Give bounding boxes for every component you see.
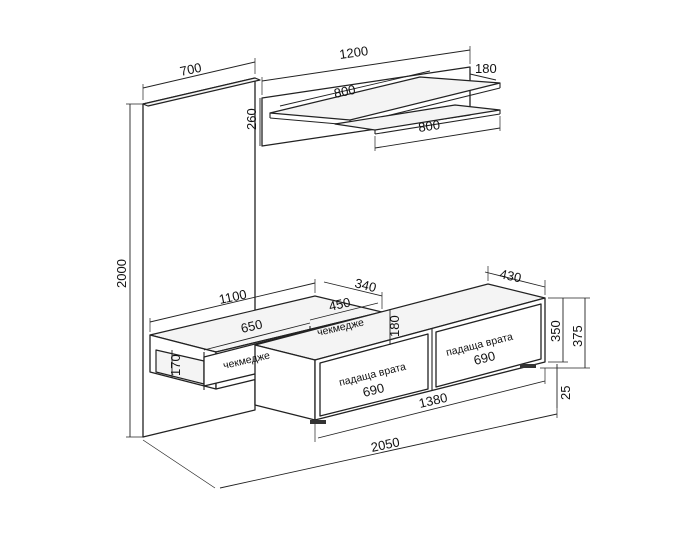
dim-console-length: 1100 <box>218 286 248 306</box>
dimension-lines <box>126 46 590 489</box>
dim-door-width-2: 690 <box>472 348 497 368</box>
dim-console-depth: 340 <box>353 275 378 295</box>
dim-panel-width: 700 <box>179 60 203 79</box>
dim-drawer-front-height: 180 <box>387 315 402 337</box>
dim-shelf-lower: 800 <box>417 117 441 135</box>
dim-shelf-upper: 800 <box>333 82 357 101</box>
dim-tv-depth: 430 <box>498 266 522 285</box>
dim-panel-height: 2000 <box>114 259 129 288</box>
dim-console-height: 170 <box>168 354 183 376</box>
dim-tv-legs: 25 <box>558 386 573 400</box>
dim-tv-total-height: 375 <box>570 325 585 347</box>
dim-tv-height: 350 <box>548 320 563 342</box>
dim-door-width-1: 690 <box>361 380 386 400</box>
dim-shelf-length: 1200 <box>338 43 369 62</box>
dim-shelf-depth: 180 <box>475 61 497 76</box>
wall-shelf <box>261 66 501 147</box>
dim-shelf-height: 260 <box>244 108 259 130</box>
dim-overall-width: 2050 <box>370 434 401 455</box>
tv-unit <box>254 283 546 424</box>
dim-console-drawer-width: 650 <box>239 316 264 335</box>
dim-tv-length: 1380 <box>417 390 449 411</box>
dim-console-drawer-width-2: 450 <box>327 294 352 313</box>
